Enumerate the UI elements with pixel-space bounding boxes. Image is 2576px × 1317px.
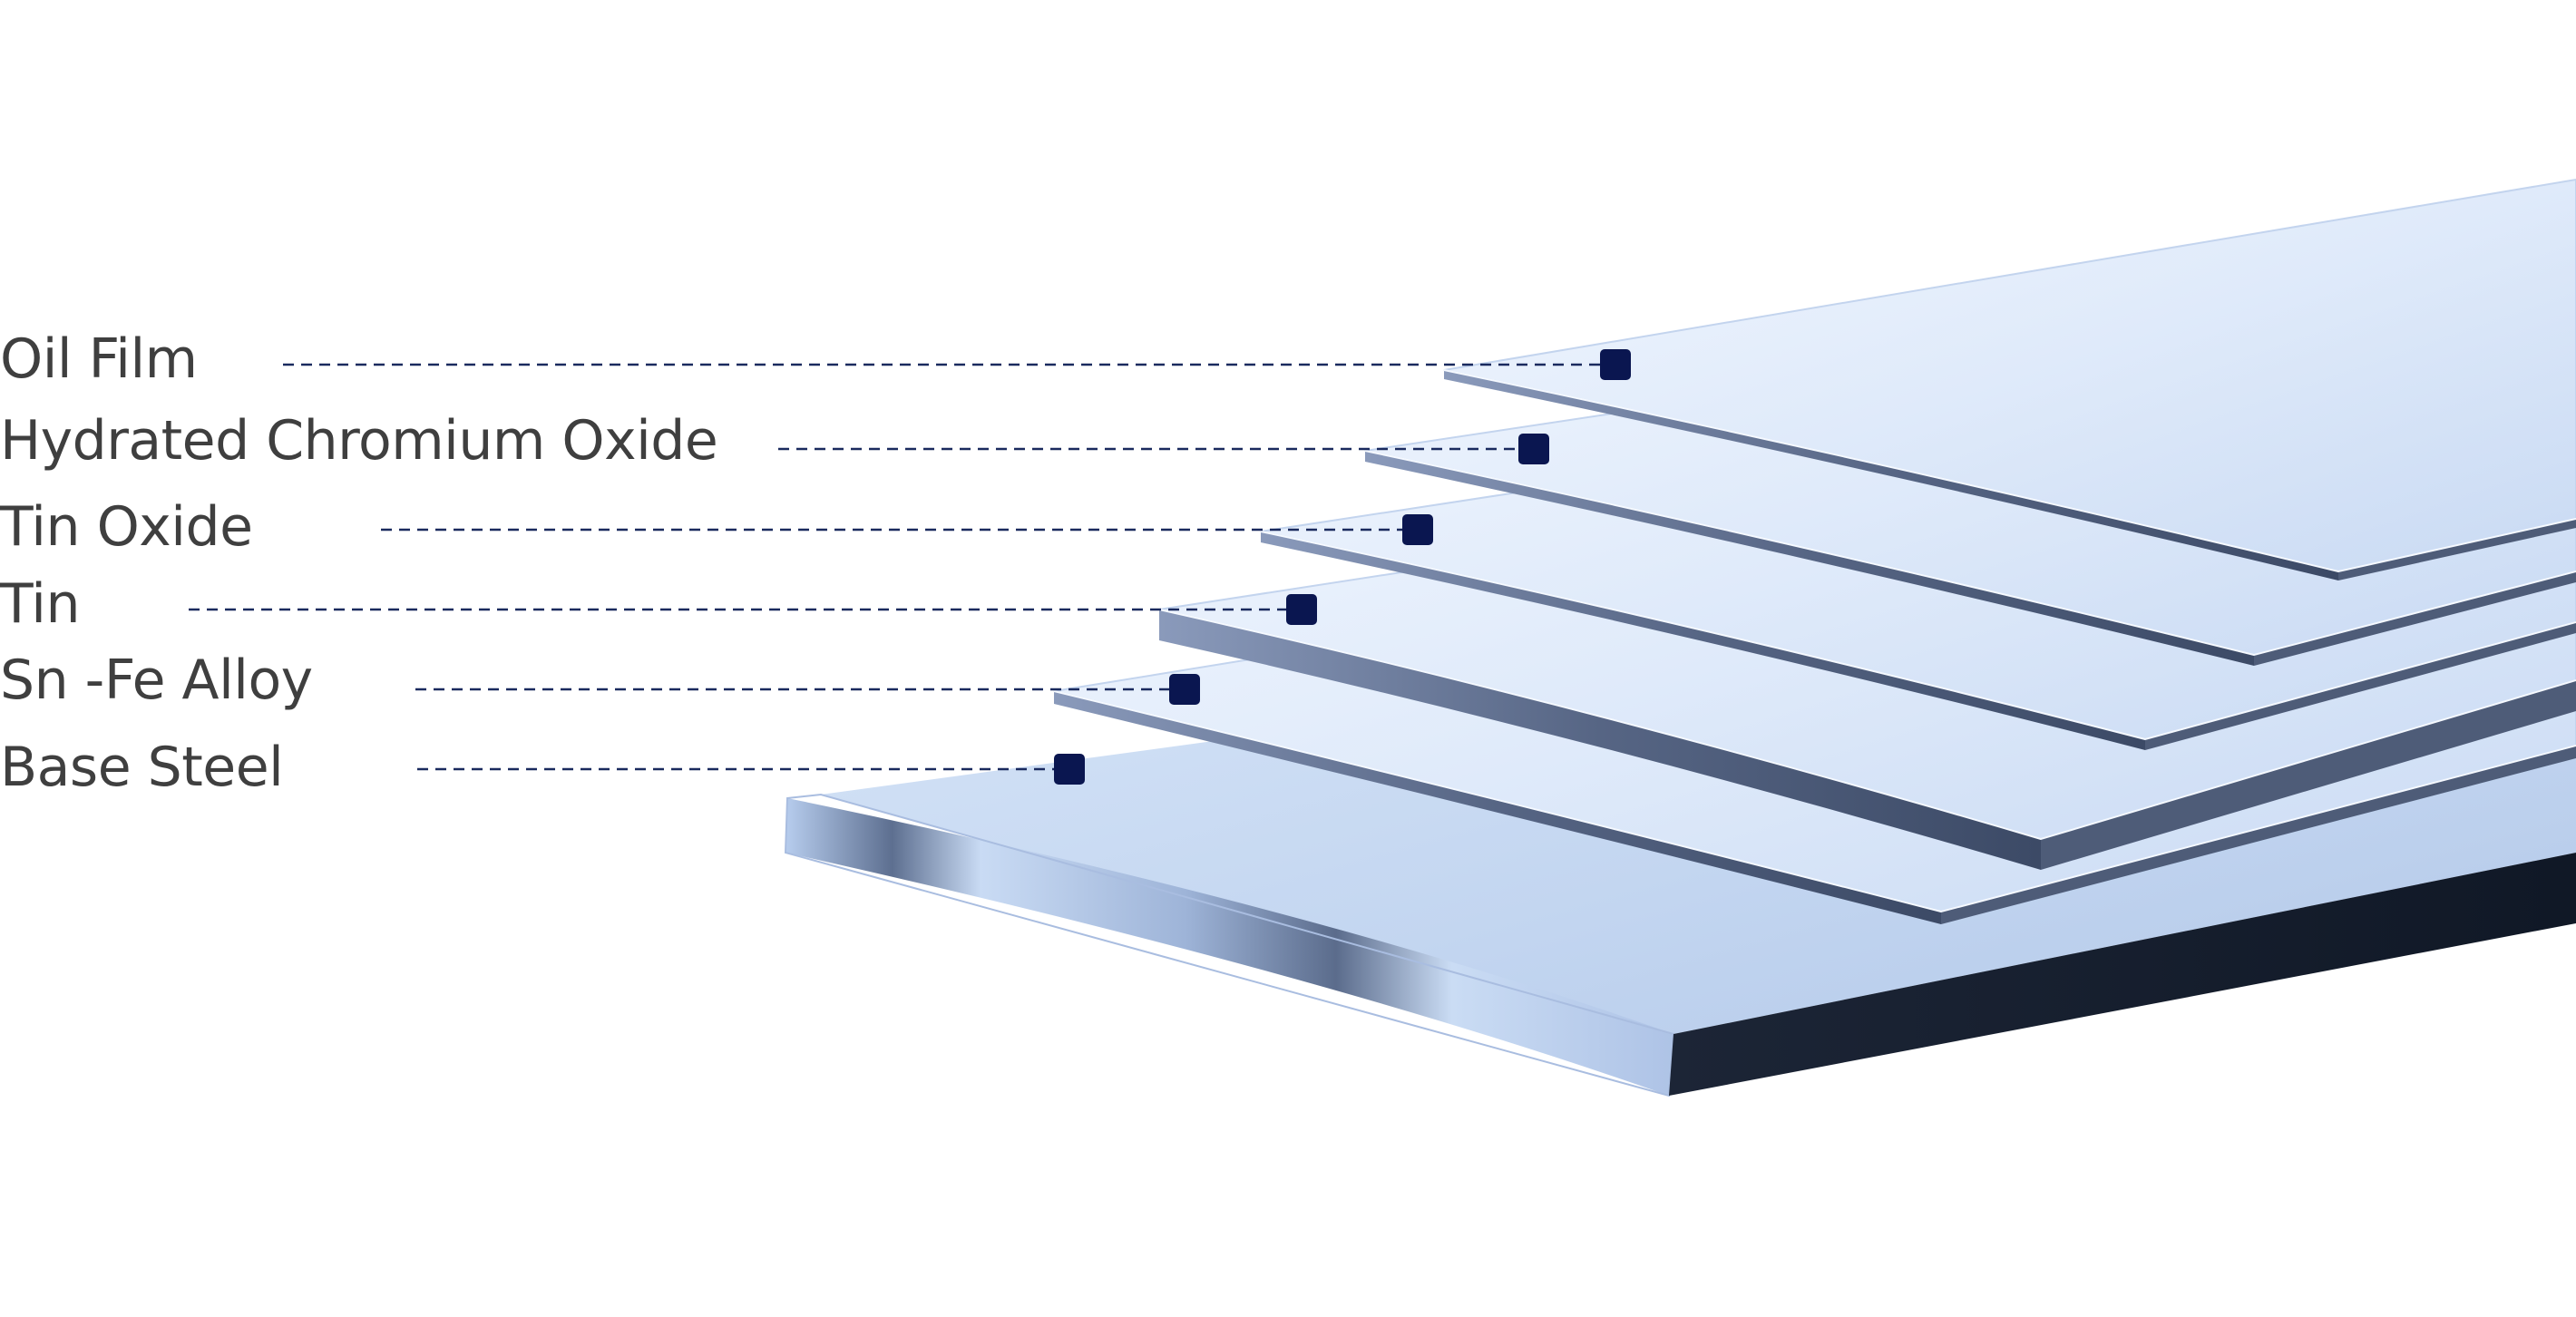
sheet-hydrated-chromium-oxide-side-edge (1365, 451, 2254, 666)
sheet-oil-film-front-edge (2338, 519, 2576, 580)
layer-label-base-steel: Base Steel (0, 736, 284, 799)
sheet-sn-fe-alloy-front-edge (1941, 746, 2576, 924)
sheet-tin-oxide-highlight (1260, 531, 2576, 741)
layer-label-hydrated-chromium-oxide: Hydrated Chromium Oxide (0, 409, 718, 473)
sheet-hydrated-chromium-oxide-front-edge (2254, 571, 2576, 666)
sheet-sn-fe-alloy-side-edge (1054, 691, 1941, 924)
square-marker-icon-base-steel (1054, 754, 1085, 785)
sheet-tin-side-edge (1159, 610, 2041, 870)
layer-label-sn-fe-alloy: Sn -Fe Alloy (0, 649, 313, 712)
sheet-sn-fe-alloy-highlight (1053, 690, 2576, 913)
square-marker-icon-tin (1286, 594, 1317, 625)
sheet-tin-highlight (1158, 609, 2576, 841)
layer-label-tin-oxide: Tin Oxide (0, 495, 253, 559)
base-steel-front-edge (1669, 853, 2576, 1096)
square-marker-icon-tin-oxide (1402, 514, 1433, 545)
sheet-tin-oxide-front-edge (2145, 622, 2576, 750)
layer-label-tin: Tin (0, 572, 81, 636)
sheet-tin-front-edge (2041, 680, 2576, 870)
sheet-hydrated-chromium-oxide-highlight (1364, 450, 2576, 657)
layer-label-oil-film: Oil Film (0, 327, 198, 391)
sheet-oil-film-highlight (1443, 369, 2576, 573)
square-marker-icon-hydrated-chromium-oxide (1518, 434, 1549, 464)
base-steel-side-face (785, 798, 1673, 1096)
square-marker-icon-oil-film (1600, 349, 1631, 380)
square-marker-icon-sn-fe-alloy (1169, 674, 1200, 705)
sheet-tin-oxide-side-edge (1261, 532, 2145, 750)
sheet-oil-film-side-edge (1444, 370, 2338, 580)
